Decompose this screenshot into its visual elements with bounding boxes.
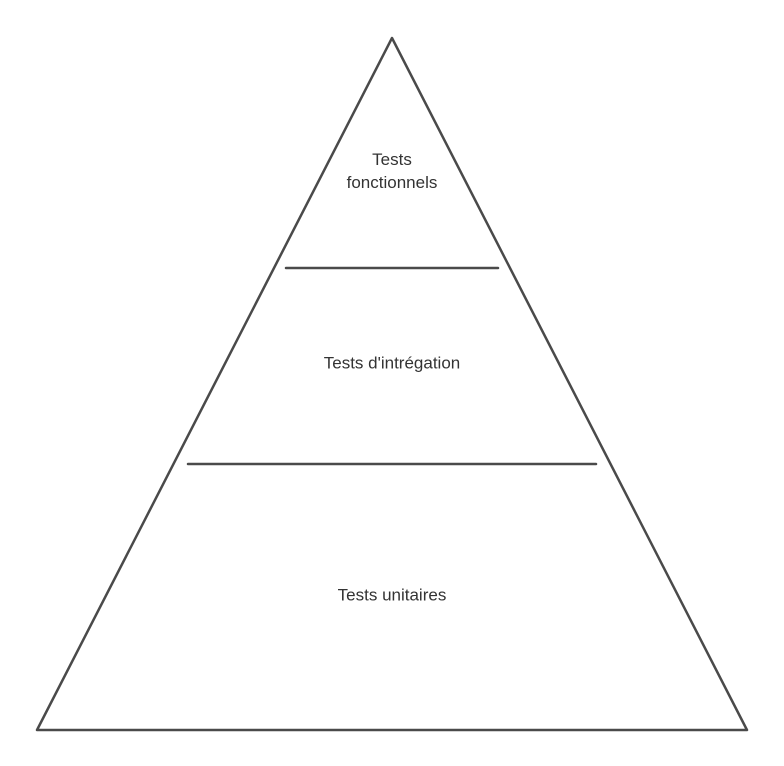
tier-label-top-line1: Tests [372, 150, 412, 169]
tier-label-top-line2: fonctionnels [346, 173, 438, 192]
tier-label-top: Tests fonctionnels [347, 148, 438, 194]
tier-label-bottom: Tests unitaires [337, 585, 447, 605]
tier-label-middle: Tests d'intrégation [323, 353, 461, 373]
pyramid-outline [35, 36, 749, 732]
